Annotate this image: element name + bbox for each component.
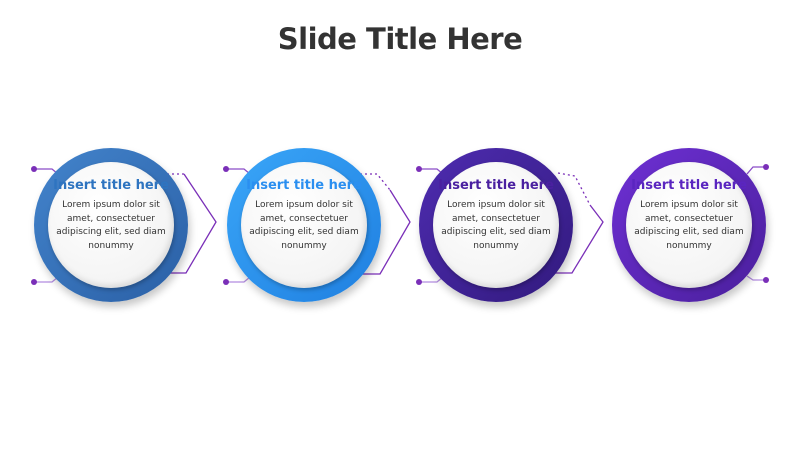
arrow-1 [157, 173, 217, 274]
step-2-content: Insert title here Lorem ipsum dolor sit … [241, 162, 367, 288]
step-3-content: Insert title here Lorem ipsum dolor sit … [433, 162, 559, 288]
arrow-2 [360, 173, 411, 275]
step-3: Insert title here Lorem ipsum dolor sit … [419, 148, 573, 302]
step-3-title: Insert title here [438, 178, 554, 193]
step-3-body: Lorem ipsum dolor sit amet, consectetuer… [441, 200, 551, 251]
step-1-title: Insert title here [53, 178, 169, 193]
step-4-title: Insert title here [631, 178, 747, 193]
step-1-body: Lorem ipsum dolor sit amet, consectetuer… [56, 200, 166, 251]
step-2-body: Lorem ipsum dolor sit amet, consectetuer… [249, 200, 359, 251]
step-1: Insert title here Lorem ipsum dolor sit … [34, 148, 188, 302]
step-4-content: Insert title here Lorem ipsum dolor sit … [626, 162, 752, 288]
step-1-content: Insert title here Lorem ipsum dolor sit … [48, 162, 174, 288]
step-4: Insert title here Lorem ipsum dolor sit … [612, 148, 766, 302]
step-4-body: Lorem ipsum dolor sit amet, consectetuer… [634, 200, 744, 251]
step-4-right-connectors [746, 166, 766, 281]
step-2: Insert title here Lorem ipsum dolor sit … [227, 148, 381, 302]
step-2-title: Insert title here [246, 178, 362, 193]
arrow-3 [553, 172, 604, 274]
slide-title: Slide Title Here [277, 22, 523, 56]
